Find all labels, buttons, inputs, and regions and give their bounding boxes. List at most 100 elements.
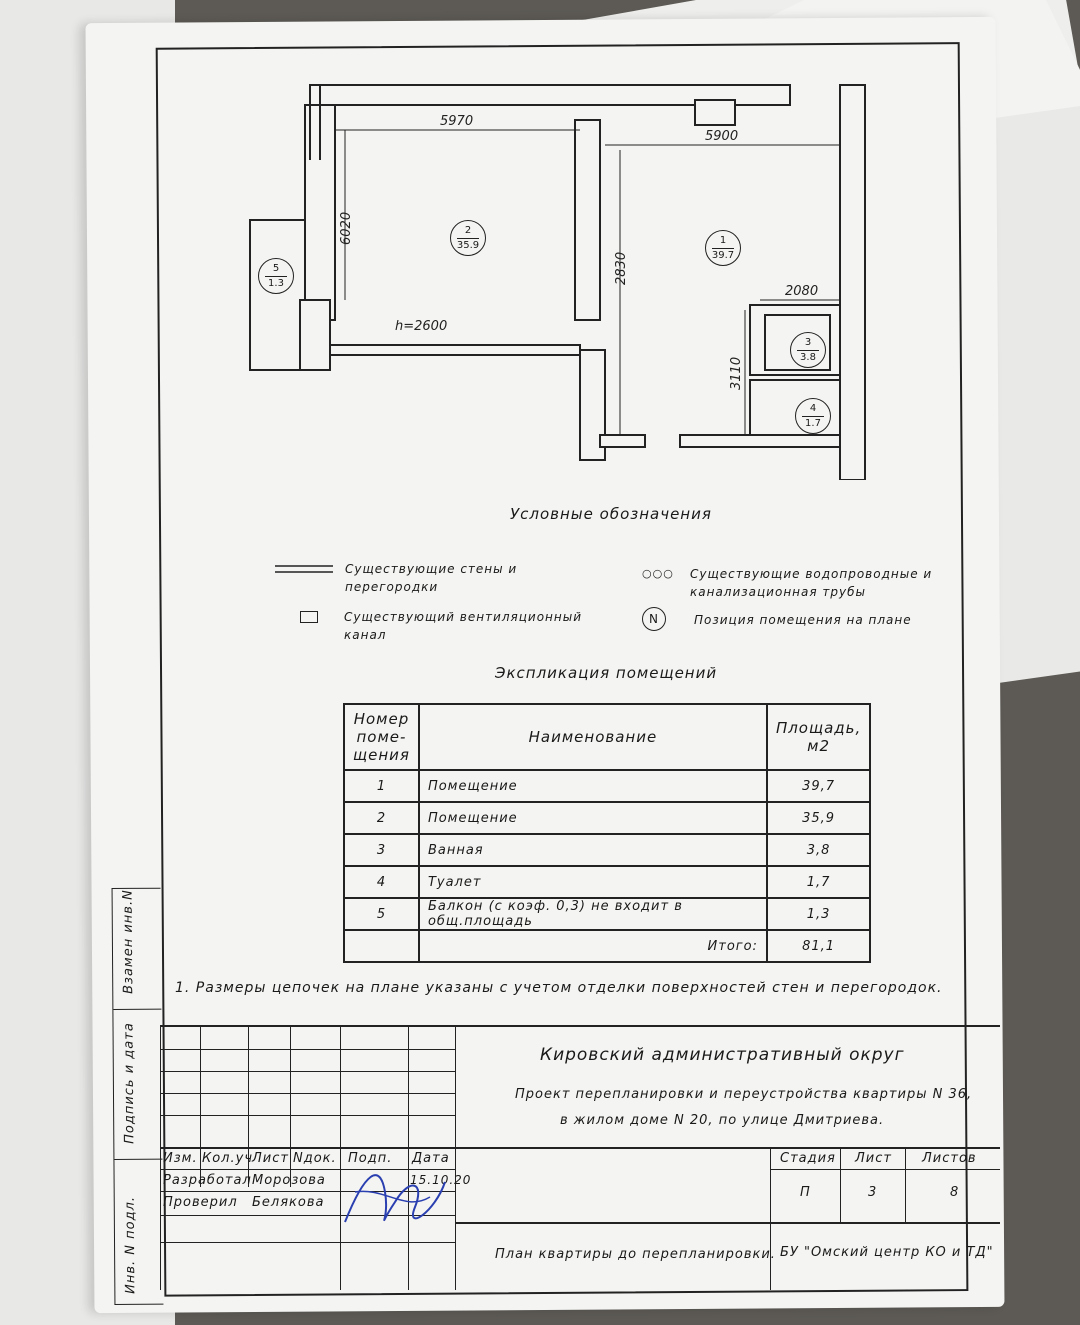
grid-line [340, 1027, 341, 1290]
room-tag: 4 1.7 [795, 398, 831, 434]
col-header-sheet: Лист [252, 1151, 289, 1166]
grid-line [905, 1147, 906, 1222]
developed-name: Морозова [252, 1173, 326, 1188]
legend-pipes-text: Существующие водопроводные и [690, 567, 933, 581]
cell-number: 2 [343, 801, 420, 835]
grid-line [200, 1027, 201, 1187]
room-tag: 5 1.3 [258, 258, 294, 294]
room-tag: 3 3.8 [790, 332, 826, 368]
room-area: 1.3 [268, 278, 284, 289]
drawing-title: План квартиры до перепланировки. [495, 1247, 776, 1262]
district-title: Кировский административный округ [540, 1045, 905, 1065]
legend-vent-text: канал [344, 628, 387, 642]
side-label-inventory: Инв. N подл. [122, 1195, 139, 1294]
grid-line [160, 1147, 1000, 1149]
room-area: 1.7 [805, 418, 821, 429]
pipes-icon: ○○○ [642, 567, 674, 580]
checked-label: Проверил [163, 1195, 238, 1210]
legend-walls-text: перегородки [345, 580, 439, 594]
room-area: 3.8 [800, 352, 816, 363]
grid-line [770, 1169, 1000, 1170]
header-name: Наименование [417, 703, 768, 771]
col-header-date: Дата [412, 1151, 450, 1166]
room-number: 3 [797, 336, 819, 351]
cell-name: Помещение [417, 801, 768, 835]
dimension-label: 3110 [729, 357, 744, 390]
header-area: Площадь, м2 [765, 703, 872, 771]
explication-table: Номер поме-щения Наименование Площадь, м… [343, 703, 872, 963]
sheet-value: 3 [868, 1185, 878, 1200]
checked-name: Белякова [252, 1195, 325, 1210]
cell-area: 35,9 [765, 801, 872, 835]
grid-line [770, 1147, 771, 1290]
grid-line [160, 1215, 455, 1216]
room-number: 4 [802, 402, 824, 417]
vent-channel-icon [300, 611, 318, 623]
col-header-change: Изм. [163, 1151, 198, 1166]
side-label-replace: Взамен инв.N [120, 889, 137, 994]
table-row: 5 Балкон (с коэф. 0,3) не входит в общ.п… [343, 897, 872, 931]
ceiling-height-label: h=2600 [395, 319, 447, 334]
col-header-doc: Nдок. [293, 1151, 337, 1166]
floor-plan: 5970 5900 6020 2830 2080 3110 h=2600 [249, 84, 866, 480]
header-number: Номер поме-щения [343, 703, 420, 771]
legend-walls-text: Существующие стены и [345, 562, 518, 576]
room-number: 2 [457, 224, 479, 239]
col-header-count: Кол.уч [202, 1151, 253, 1166]
table-total-row: Итого: 81,1 [343, 929, 872, 963]
cell-area: 1,7 [765, 865, 872, 899]
table-row: 3 Ванная 3,8 [343, 833, 872, 867]
project-title-line1: Проект перепланировки и переустройства к… [515, 1087, 973, 1102]
stage-label: Стадия [780, 1151, 836, 1166]
cell-name: Помещение [417, 769, 768, 803]
grid-line [290, 1027, 291, 1187]
col-header-sign: Подп. [348, 1151, 393, 1166]
total-value: 81,1 [765, 929, 872, 963]
total-label: Итого: [417, 929, 768, 963]
dimension-label: 6020 [339, 212, 354, 245]
wall-symbol-icon [275, 565, 333, 573]
legend-position-text: Позиция помещения на плане [694, 613, 912, 627]
organization-name: БУ "Омский центр КО и ТД" [780, 1245, 994, 1260]
cell-area: 1,3 [765, 897, 872, 931]
grid-line [160, 1071, 455, 1072]
legend-pipes-text: канализационная трубы [690, 585, 866, 599]
table-row: 4 Туалет 1,7 [343, 865, 872, 899]
side-stamp-strip: Взамен инв.N Подпись и дата Инв. N подл. [111, 887, 164, 1306]
grid-line [160, 1027, 161, 1290]
cell-number: 3 [343, 833, 420, 867]
grid-line [160, 1049, 455, 1050]
cell-number: 4 [343, 865, 420, 899]
cell-number: 5 [343, 897, 420, 931]
room-number: 5 [265, 262, 287, 277]
table-row: 2 Помещение 35,9 [343, 801, 872, 835]
stage-value: П [800, 1185, 811, 1200]
cell-area: 3,8 [765, 833, 872, 867]
stamp-date: 15.10.20 [410, 1173, 472, 1187]
developed-label: Разработал [163, 1173, 252, 1188]
room-area: 35.9 [456, 240, 480, 251]
cell-name: Туалет [417, 865, 768, 899]
cell-name: Балкон (с коэф. 0,3) не входит в общ.пло… [417, 897, 768, 931]
grid-line [408, 1027, 409, 1290]
dimension-label: 5970 [440, 114, 473, 129]
project-title-line2: в жилом доме N 20, по улице Дмитриева. [560, 1113, 885, 1128]
sheets-value: 8 [950, 1185, 960, 1200]
grid-line [160, 1093, 455, 1094]
cell-name: Ванная [417, 833, 768, 867]
explication-title: Экспликация помещений [495, 664, 718, 682]
position-marker-icon: N [642, 607, 666, 631]
table-header-row: Номер поме-щения Наименование Площадь, м… [343, 703, 872, 771]
grid-line [248, 1027, 249, 1187]
table-row: 1 Помещение 39,7 [343, 769, 872, 803]
sheet-label: Лист [855, 1151, 892, 1166]
title-block: Изм. Кол.уч Лист Nдок. Подп. Дата Разраб… [160, 1025, 1000, 1290]
grid-line [160, 1115, 455, 1116]
dimension-label: 2830 [614, 252, 629, 285]
room-area: 39.7 [711, 250, 735, 261]
signature-image [344, 1174, 446, 1223]
cell-empty [343, 929, 420, 963]
side-label-signature: Подпись и дата [121, 1022, 138, 1144]
cell-number: 1 [343, 769, 420, 803]
grid-line [160, 1242, 455, 1243]
